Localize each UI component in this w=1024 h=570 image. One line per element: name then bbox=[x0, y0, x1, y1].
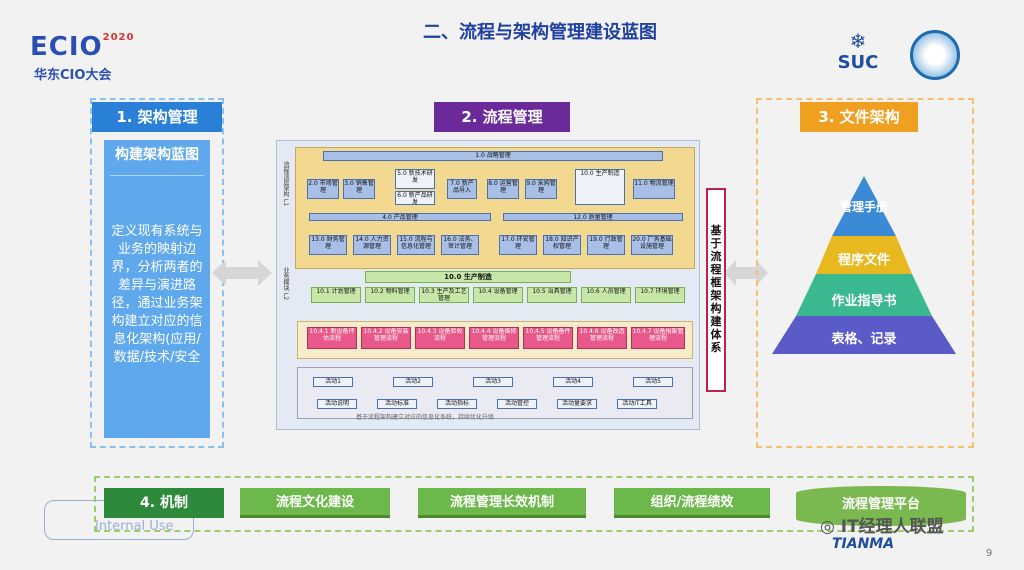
l2-module-box: 10.6 人员管理 bbox=[581, 287, 631, 303]
activity-box: 活动4 bbox=[553, 377, 593, 387]
l1-process-box: 11.0 物流管理 bbox=[633, 179, 675, 199]
activity-box: 活动3 bbox=[473, 377, 513, 387]
pyramid-level-procedures: 程序文件 bbox=[837, 253, 890, 268]
l3-process-box: 10.4.6 设备改造管理流程 bbox=[577, 327, 627, 349]
architecture-panel: 构建架构蓝图 定义现有系统与业务的映射边界，分析两者的差异与演进路径，通过业务架… bbox=[104, 140, 210, 438]
l2-title-bar: 10.0 生产制造 bbox=[365, 271, 571, 283]
activity-output-box: 活动IT工具 bbox=[617, 399, 657, 409]
l3-process-box: 10.4.4 设备维修管理流程 bbox=[469, 327, 519, 349]
documents-frame bbox=[756, 98, 974, 448]
mechanism-item: 流程文化建设 bbox=[240, 488, 390, 518]
l1-process-box: 7.0 新产品导入 bbox=[447, 179, 477, 199]
l1-process-box: 2.0 市场管理 bbox=[307, 179, 339, 199]
l1-support-box: 16.0 法务、审计管理 bbox=[441, 235, 479, 255]
page-title: 二、流程与架构管理建设蓝图 bbox=[423, 22, 657, 43]
activity-box: 活动5 bbox=[633, 377, 673, 387]
pyramid-level-instructions: 作业指导书 bbox=[831, 294, 897, 309]
l1-support-box: 19.0 行政管理 bbox=[587, 235, 625, 255]
l1-process-box: 5.0 新技术研发 bbox=[395, 169, 435, 189]
documents-header: 3. 文件架构 bbox=[800, 102, 918, 132]
l3-process-box: 10.4.1 新设备评估流程 bbox=[307, 327, 357, 349]
product-management-bar: 4.0 产品管理 bbox=[309, 213, 491, 221]
process-platform-cylinder: 流程管理平台 bbox=[796, 486, 966, 526]
activity-output-box: 活动量要求 bbox=[557, 399, 597, 409]
process-architecture-diagram: 流程顶层架构 L1 业务模块 L2 1.0 战略管理 2.0 市场管理 3.0 … bbox=[276, 140, 700, 430]
emblem-icon bbox=[910, 30, 960, 80]
activity-output-box: 活动管控 bbox=[497, 399, 537, 409]
l1-support-box: 18.0 知识产权管理 bbox=[543, 235, 581, 255]
l1-process-box: 3.0 销售管理 bbox=[343, 179, 375, 199]
diagram-caption: 基于流程架构建立对应的信息化系统，持续优化升级 bbox=[356, 414, 495, 421]
ecio-logo-subtitle: 华东CIO大会 bbox=[34, 68, 112, 83]
l2-module-box: 10.7 环境管理 bbox=[635, 287, 685, 303]
process-header: 2. 流程管理 bbox=[434, 102, 570, 132]
activity-output-box: 活动指标 bbox=[437, 399, 477, 409]
l2-side-label: 业务模块 L2 bbox=[282, 267, 289, 301]
l1-process-box-highlighted: 10.0 生产制造 bbox=[575, 169, 625, 205]
document-pyramid: 管理手册 程序文件 作业指导书 表格、记录 bbox=[762, 170, 966, 360]
l1-process-box: 8.0 运营管理 bbox=[487, 179, 519, 199]
l1-side-label: 流程顶层架构 L1 bbox=[282, 161, 289, 207]
activity-box: 活动2 bbox=[393, 377, 433, 387]
l2-module-box: 10.3 生产及工艺管理 bbox=[419, 287, 469, 303]
architecture-header: 1. 架构管理 bbox=[92, 102, 222, 132]
l3-process-box: 10.4.5 设备备件管理流程 bbox=[523, 327, 573, 349]
tianma-logo: TIANMA bbox=[832, 536, 895, 552]
l1-support-box: 17.0 环安管理 bbox=[499, 235, 537, 255]
l2-module-box: 10.1 计划管理 bbox=[311, 287, 361, 303]
activity-box: 活动1 bbox=[313, 377, 353, 387]
mechanism-item: 流程管理长效机制 bbox=[418, 488, 586, 518]
pyramid-level-manual: 管理手册 bbox=[839, 200, 888, 214]
l3-process-box: 10.4.3 设备验收流程 bbox=[415, 327, 465, 349]
pyramid-level-records: 表格、记录 bbox=[831, 332, 897, 347]
architecture-panel-body: 定义现有系统与业务的映射边界，分析两者的差异与演进路径，通过业务架构建立对应的信… bbox=[111, 224, 203, 365]
l1-process-box: 9.0 采购管理 bbox=[525, 179, 557, 199]
mechanism-item: 组织/流程绩效 bbox=[614, 488, 770, 518]
architecture-panel-title: 构建架构蓝图 bbox=[115, 147, 199, 163]
wechat-watermark: ◎ IT经理人联盟 bbox=[820, 517, 944, 537]
l1-support-box: 15.0 流程与信息化管理 bbox=[397, 235, 435, 255]
mechanism-header: 4. 机制 bbox=[104, 488, 224, 518]
activity-output-box: 活动说明 bbox=[317, 399, 357, 409]
l3-process-box: 10.4.2 设备安装管理流程 bbox=[361, 327, 411, 349]
l1-support-box: 20.0 厂务基础设施管理 bbox=[631, 235, 673, 255]
l2-module-box: 10.4 设备管理 bbox=[473, 287, 523, 303]
quality-management-bar: 12.0 质量管理 bbox=[503, 213, 683, 221]
l1-support-box: 14.0 人力资源管理 bbox=[353, 235, 391, 255]
framework-vertical-label: 基于流程框架构建体系 bbox=[706, 188, 726, 392]
l2-module-box: 10.2 物料管理 bbox=[365, 287, 415, 303]
page-number: 9 bbox=[986, 548, 993, 559]
l1-support-box: 13.0 财务管理 bbox=[309, 235, 347, 255]
l2-module-box: 10.5 治具管理 bbox=[527, 287, 577, 303]
mechanism-frame bbox=[94, 476, 974, 532]
double-arrow-icon bbox=[212, 260, 272, 286]
activity-area bbox=[297, 367, 693, 419]
ecio-logo: ECIO2020 bbox=[30, 32, 135, 62]
activity-output-box: 活动标准 bbox=[377, 399, 417, 409]
wechat-icon: ◎ bbox=[820, 517, 841, 537]
l3-process-box: 10.4.7 设备报废管理流程 bbox=[631, 327, 685, 349]
l1-process-box: 6.0 新产品研发 bbox=[395, 191, 435, 205]
snowflake-icon: ❄ bbox=[849, 29, 867, 53]
strategy-bar: 1.0 战略管理 bbox=[323, 151, 663, 161]
suc-logo: ❄SUC bbox=[832, 30, 884, 73]
